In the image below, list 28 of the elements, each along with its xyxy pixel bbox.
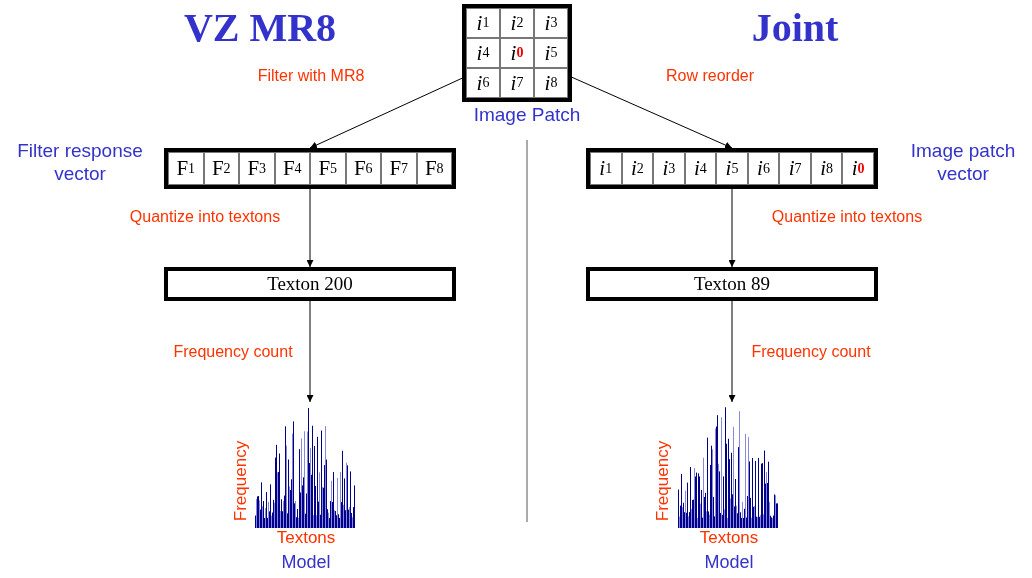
image-patch-grid <box>462 4 572 102</box>
model-caption: Model <box>703 552 755 574</box>
texton-box: Texton 89 <box>586 267 878 301</box>
arrow <box>309 77 463 149</box>
axis-label: Textons <box>698 528 760 549</box>
edge-label: Filter with MR8 <box>256 67 366 85</box>
edge-label: Row reorder <box>665 67 755 85</box>
edge-label: Frequency count <box>750 343 872 361</box>
vector-caption: Filter response vector <box>16 140 144 186</box>
panel-title: Joint <box>750 4 840 51</box>
axis-label: Textons <box>275 528 337 549</box>
edge-label: Quantize into textons <box>770 208 924 226</box>
edge-label: Frequency count <box>172 343 294 361</box>
edge-label: Quantize into textons <box>128 208 282 226</box>
arrow <box>306 300 314 403</box>
filter-response-vector <box>164 148 456 189</box>
image-patch-vector <box>586 148 878 189</box>
arrow <box>728 300 736 403</box>
panel-title: VZ MR8 <box>182 4 338 51</box>
texton-box: Texton 200 <box>164 267 456 301</box>
arrow <box>728 188 736 268</box>
model-caption: Model <box>280 552 332 574</box>
vector-caption: Image patch vector <box>909 140 1017 186</box>
arrow <box>306 188 314 268</box>
axis-label: Frequency <box>231 439 251 524</box>
axis-label: Frequency <box>653 439 673 524</box>
arrow <box>571 76 733 149</box>
patch-caption: Image Patch <box>472 104 582 127</box>
